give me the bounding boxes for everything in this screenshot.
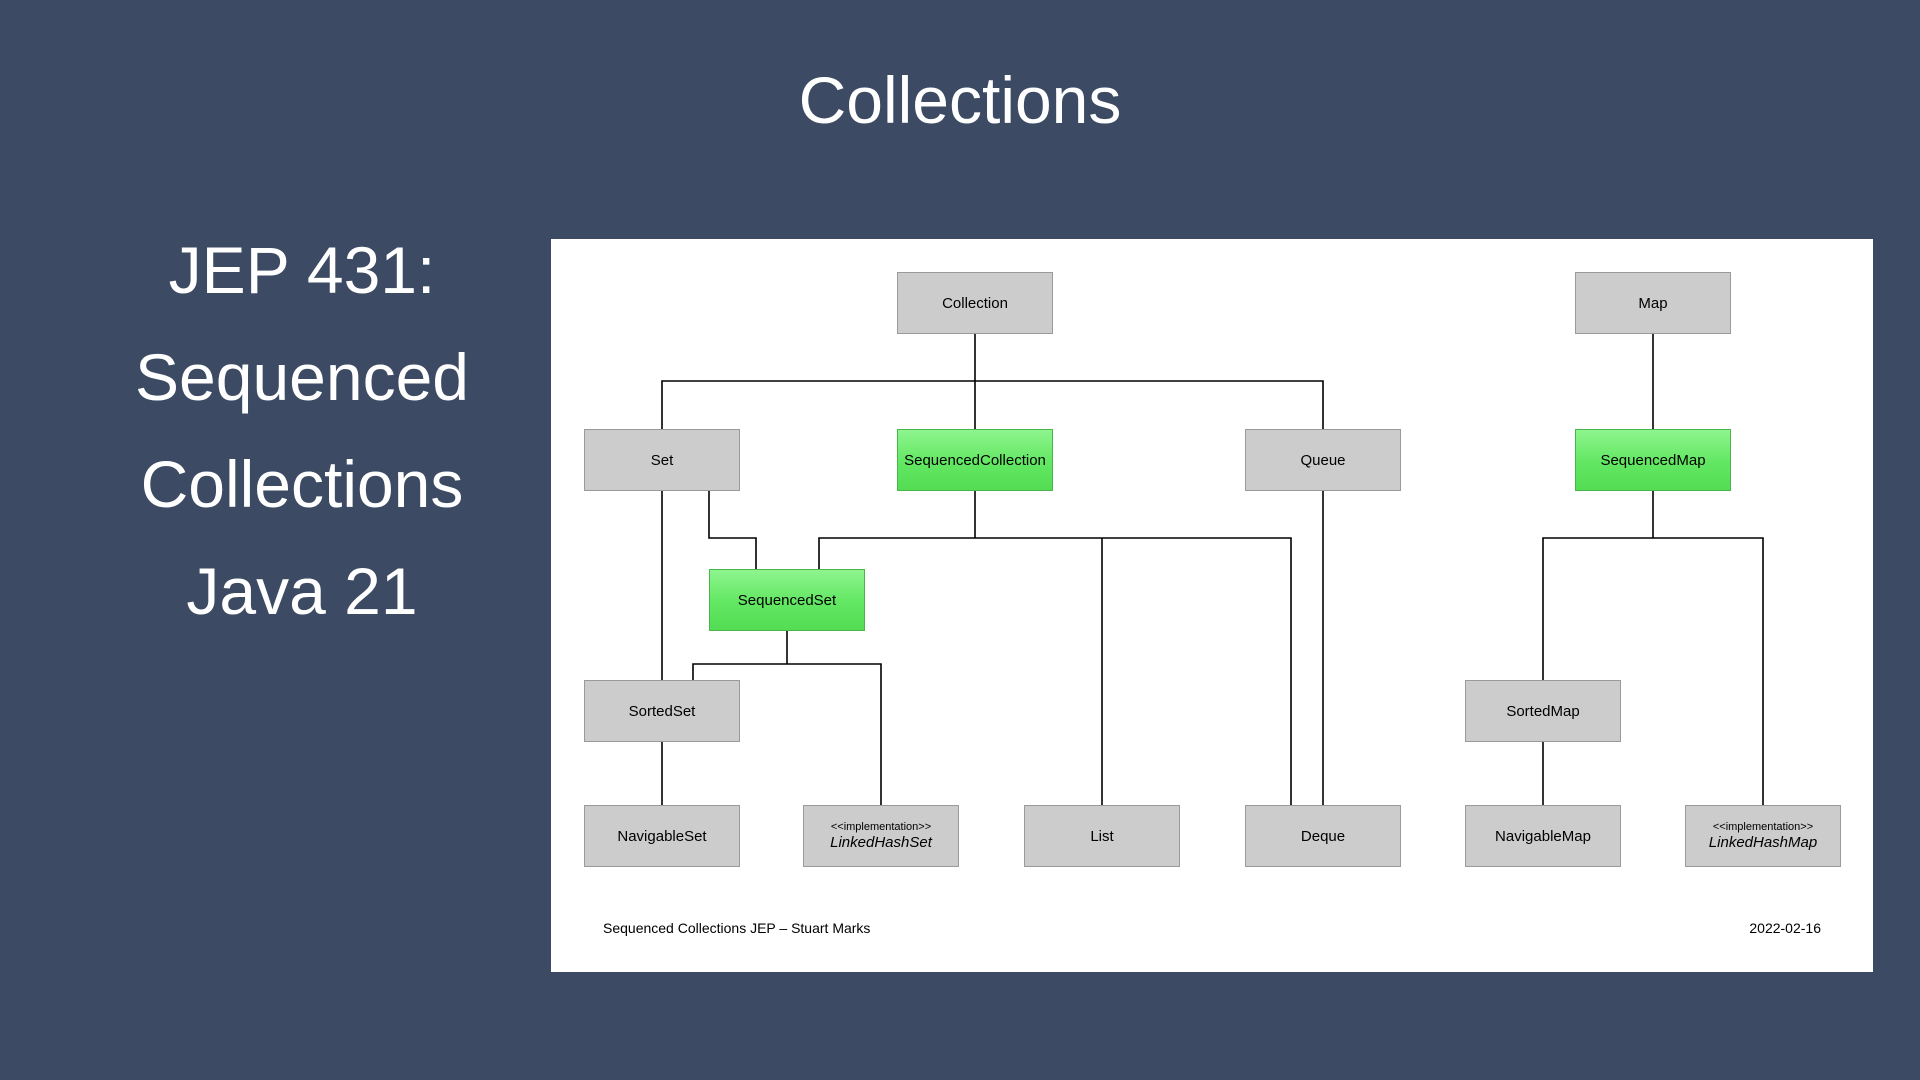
edge-sequencedset-children xyxy=(692,663,882,805)
stereotype-label: <<implementation>> xyxy=(830,821,932,833)
diagram-footer-date: 2022-02-16 xyxy=(1749,920,1821,936)
implementation-name: LinkedHashSet xyxy=(830,834,932,851)
diagram-footer-credit: Sequenced Collections JEP – Stuart Marks xyxy=(603,920,871,936)
node-queue: Queue xyxy=(1245,429,1401,491)
edge-set-sequencedset xyxy=(708,491,757,569)
side-text-line: Java 21 xyxy=(186,554,418,628)
node-sequenced-set: SequencedSet xyxy=(709,569,865,631)
connector-lines xyxy=(661,334,1764,805)
side-text-line: Collections xyxy=(140,447,464,521)
node-set: Set xyxy=(584,429,740,491)
edge-collection-set xyxy=(661,380,1324,429)
node-linked-hash-set: <<implementation>> LinkedHashSet xyxy=(803,805,959,867)
node-sequenced-collection: SequencedCollection xyxy=(897,429,1053,491)
side-text: JEP 431: Sequenced Collections Java 21 xyxy=(102,222,502,650)
edge-sequencedcollection-sequencedset xyxy=(818,537,1292,805)
node-deque: Deque xyxy=(1245,805,1401,867)
implementation-name: LinkedHashMap xyxy=(1708,834,1818,851)
node-sorted-set: SortedSet xyxy=(584,680,740,742)
side-text-line: JEP 431: xyxy=(168,233,436,307)
node-navigable-map: NavigableMap xyxy=(1465,805,1621,867)
node-navigable-set: NavigableSet xyxy=(584,805,740,867)
class-hierarchy-diagram: Collection Map Set SequencedCollection Q… xyxy=(551,239,1873,972)
node-sequenced-map: SequencedMap xyxy=(1575,429,1731,491)
edge-sequencedmap-children xyxy=(1542,537,1764,805)
node-map: Map xyxy=(1575,272,1731,334)
node-sorted-map: SortedMap xyxy=(1465,680,1621,742)
stereotype-label: <<implementation>> xyxy=(1712,821,1814,833)
side-text-line: Sequenced xyxy=(135,340,469,414)
slide-title: Collections xyxy=(798,63,1122,137)
node-collection: Collection xyxy=(897,272,1053,334)
node-linked-hash-map: <<implementation>> LinkedHashMap xyxy=(1685,805,1841,867)
node-list: List xyxy=(1024,805,1180,867)
